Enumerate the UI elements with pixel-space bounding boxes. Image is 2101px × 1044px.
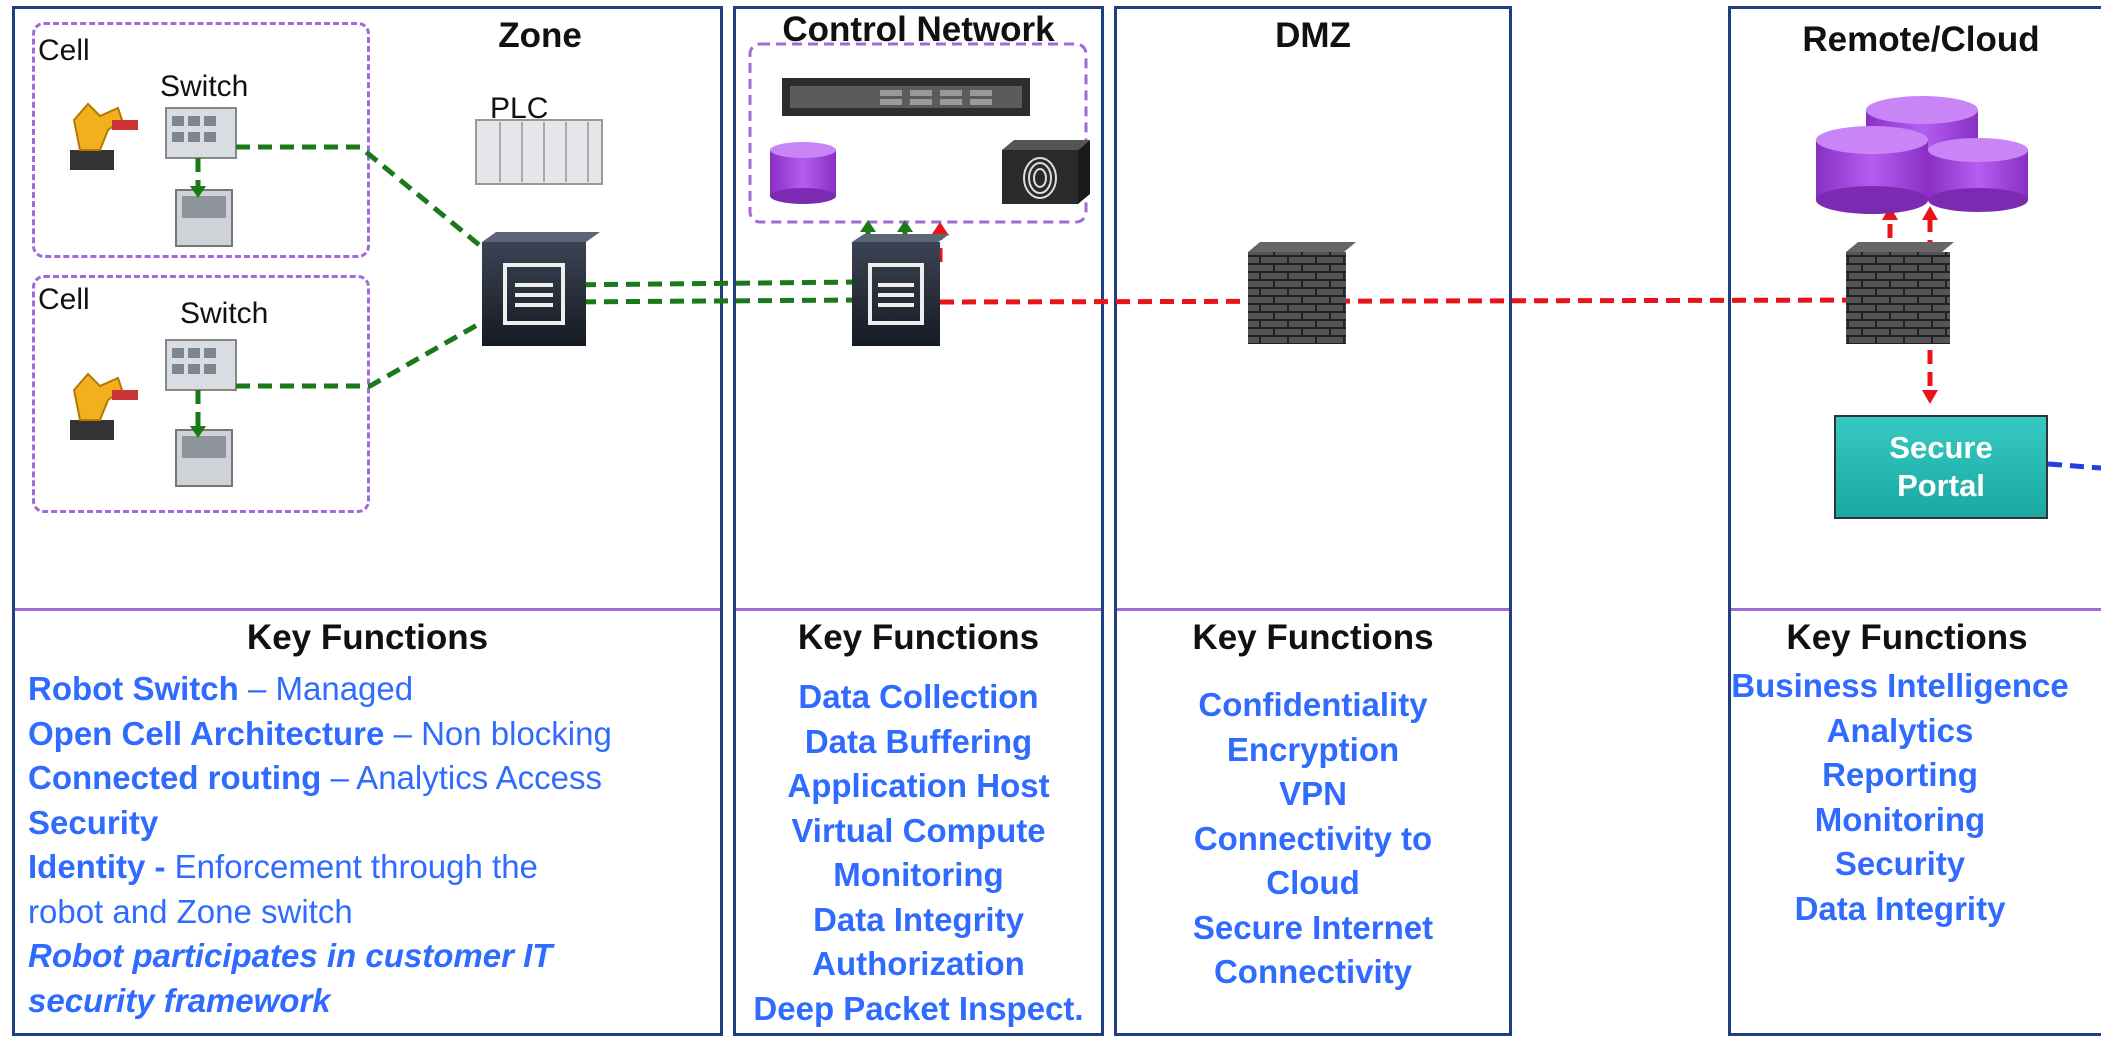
cell-box-2	[32, 275, 370, 513]
zone-key-title: Key Functions	[246, 618, 489, 657]
zone-fn-1: Open Cell Architecture – Non blocking	[28, 714, 612, 752]
zone-italic-1: security framework	[28, 981, 331, 1019]
dmz-fn-0: Confidentiality	[1198, 686, 1428, 723]
fingerprint-appliance-icon	[1002, 140, 1090, 204]
zone-fn-3: Security	[28, 803, 159, 841]
controller-icon-1	[175, 189, 233, 247]
dmz-divider	[1117, 608, 1509, 611]
control-fn-1: Data Buffering	[804, 722, 1033, 760]
cloud-database-icon	[1816, 96, 2028, 214]
database-icon	[770, 142, 836, 204]
cloud-fn-3: Monitoring	[1814, 800, 1986, 838]
dmz-fn-5: Secure Internet	[1192, 908, 1434, 946]
zone-divider	[15, 608, 720, 611]
zone-switch-icon	[482, 232, 600, 346]
dmz-fn-1: Encryption	[1226, 730, 1400, 768]
cloud-fn-1: Analytics	[1826, 711, 1974, 749]
cloud-key-title: Key Functions	[1786, 618, 2028, 657]
dmz-functions: Confidentiality Encryption VPN Connectiv…	[1117, 683, 1509, 995]
cloud-fn-2: Reporting	[1822, 756, 1978, 793]
robot-icon-1	[70, 102, 138, 170]
zone-functions: Robot Switch – Managed Open Cell Archite…	[28, 667, 728, 1023]
secure-portal-box: Secure Portal	[1834, 415, 2048, 519]
robot-icon-2	[70, 372, 138, 440]
zone-italic-0: Robot participates in customer IT	[28, 937, 553, 974]
dmz-firewall-icon	[1248, 242, 1356, 344]
server-icon	[782, 78, 1030, 116]
portal-line1: Secure	[1889, 430, 1993, 465]
cloud-fn-4: Security	[1834, 845, 1966, 882]
cloud-fn-0: Business Intelligence	[1731, 667, 2069, 704]
controller-icon-2	[175, 429, 233, 487]
remote-cloud-title: Remote/Cloud	[1802, 20, 2040, 59]
cloud-firewall-icon	[1846, 242, 1954, 344]
switch-label-1: Switch	[160, 70, 249, 103]
cell-box-1	[32, 22, 370, 258]
zone-title: Zone	[498, 16, 582, 55]
portal-line2: Portal	[1897, 468, 1985, 503]
zone-fn-0: Robot Switch – Managed	[28, 670, 414, 707]
control-fn-0: Data Collection	[798, 678, 1039, 715]
green-links	[195, 144, 908, 430]
cell-switch-icon-2	[165, 339, 237, 391]
dmz-fn-2: VPN	[1279, 775, 1347, 812]
control-key-title: Key Functions	[797, 618, 1040, 657]
dmz-key-title: Key Functions	[1192, 618, 1434, 657]
dmz-title: DMZ	[1275, 16, 1351, 55]
control-fn-2: Application Host	[787, 767, 1050, 804]
zone-fn-5: robot and Zone switch	[28, 892, 353, 930]
blue-link	[2047, 461, 2101, 471]
zone-fn-4: Identity - Enforcement through the	[28, 848, 538, 885]
cloud-functions: Business Intelligence Analytics Reportin…	[1700, 664, 2100, 931]
control-fn-7: Deep Packet Inspect.	[753, 989, 1084, 1027]
control-fn-6: Authorization	[812, 945, 1025, 982]
red-links	[937, 218, 1933, 392]
control-fn-3: Virtual Compute	[791, 811, 1046, 849]
dmz-fn-4: Cloud	[1266, 864, 1360, 901]
control-fn-5: Data Integrity	[813, 900, 1024, 938]
dmz-panel	[1114, 6, 1512, 1036]
dmz-fn-3: Connectivity to	[1193, 819, 1433, 857]
cell-label-1: Cell	[38, 34, 90, 67]
cloud-fn-5: Data Integrity	[1794, 889, 2006, 927]
switch-label-2: Switch	[180, 297, 269, 330]
control-divider	[736, 608, 1101, 611]
plc-icon	[475, 119, 603, 185]
dmz-fn-6: Connectivity	[1213, 953, 1413, 990]
cloud-divider	[1731, 608, 2101, 611]
cell-switch-icon-1	[165, 107, 237, 159]
zone-fn-2: Connected routing – Analytics Access	[28, 759, 602, 796]
control-switch-icon	[852, 234, 950, 346]
cell-label-2: Cell	[38, 283, 90, 316]
control-functions: Data Collection Data Buffering Applicati…	[736, 675, 1101, 1031]
control-fn-4: Monitoring	[833, 856, 1004, 893]
control-servers-box	[748, 42, 1088, 224]
